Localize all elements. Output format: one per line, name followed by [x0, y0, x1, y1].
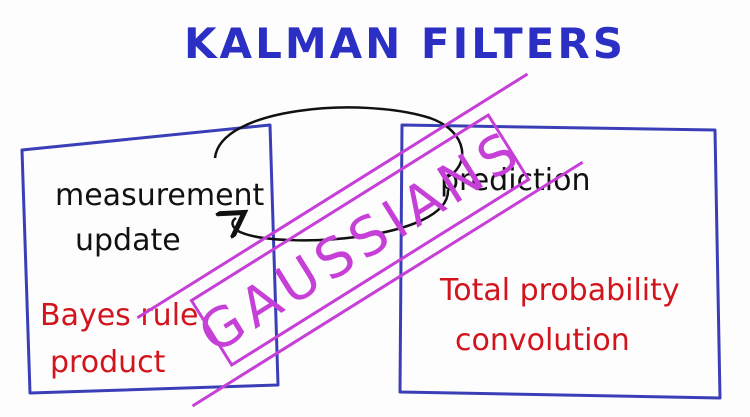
gaussians-underline	[191, 160, 584, 408]
cycle-arrow-bottom	[233, 189, 450, 242]
product-label: product	[50, 345, 166, 380]
total-probability-label: Total probability	[439, 273, 680, 308]
prediction-box	[398, 123, 722, 400]
measurement-label: measurement	[55, 178, 265, 213]
update-label: update	[75, 223, 181, 258]
prediction-label: prediction	[440, 163, 591, 198]
measurement-update-box	[20, 123, 280, 395]
gaussians-frame	[189, 112, 531, 368]
bayes-rule-label: Bayes rule	[40, 298, 198, 333]
gaussians-overline	[136, 72, 529, 320]
convolution-label: convolution	[455, 323, 630, 358]
cycle-arrow-top	[213, 106, 464, 180]
page-title: KALMAN FILTERS	[184, 19, 626, 68]
